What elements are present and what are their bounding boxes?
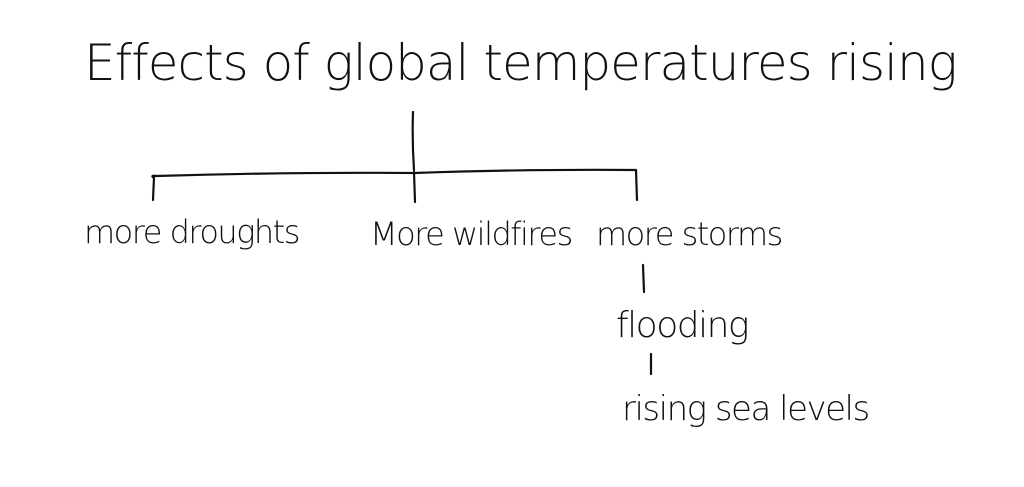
root-stem-line — [411, 110, 416, 172]
branch-bar-line — [151, 168, 638, 180]
branch-droughts-line — [151, 175, 156, 202]
branch-storms-line — [634, 168, 639, 202]
node-more-wildfires: More wildfires — [370, 215, 573, 253]
node-flooding: flooding — [616, 305, 750, 346]
node-more-storms: more storms — [596, 215, 783, 253]
diagram-title: Effects of global temperatures rising — [84, 34, 958, 92]
node-more-droughts: more droughts — [84, 213, 300, 251]
storms-to-flooding-line — [641, 263, 646, 294]
branch-wildfires-line — [412, 170, 417, 204]
node-rising-sea-levels: rising sea levels — [622, 389, 870, 429]
